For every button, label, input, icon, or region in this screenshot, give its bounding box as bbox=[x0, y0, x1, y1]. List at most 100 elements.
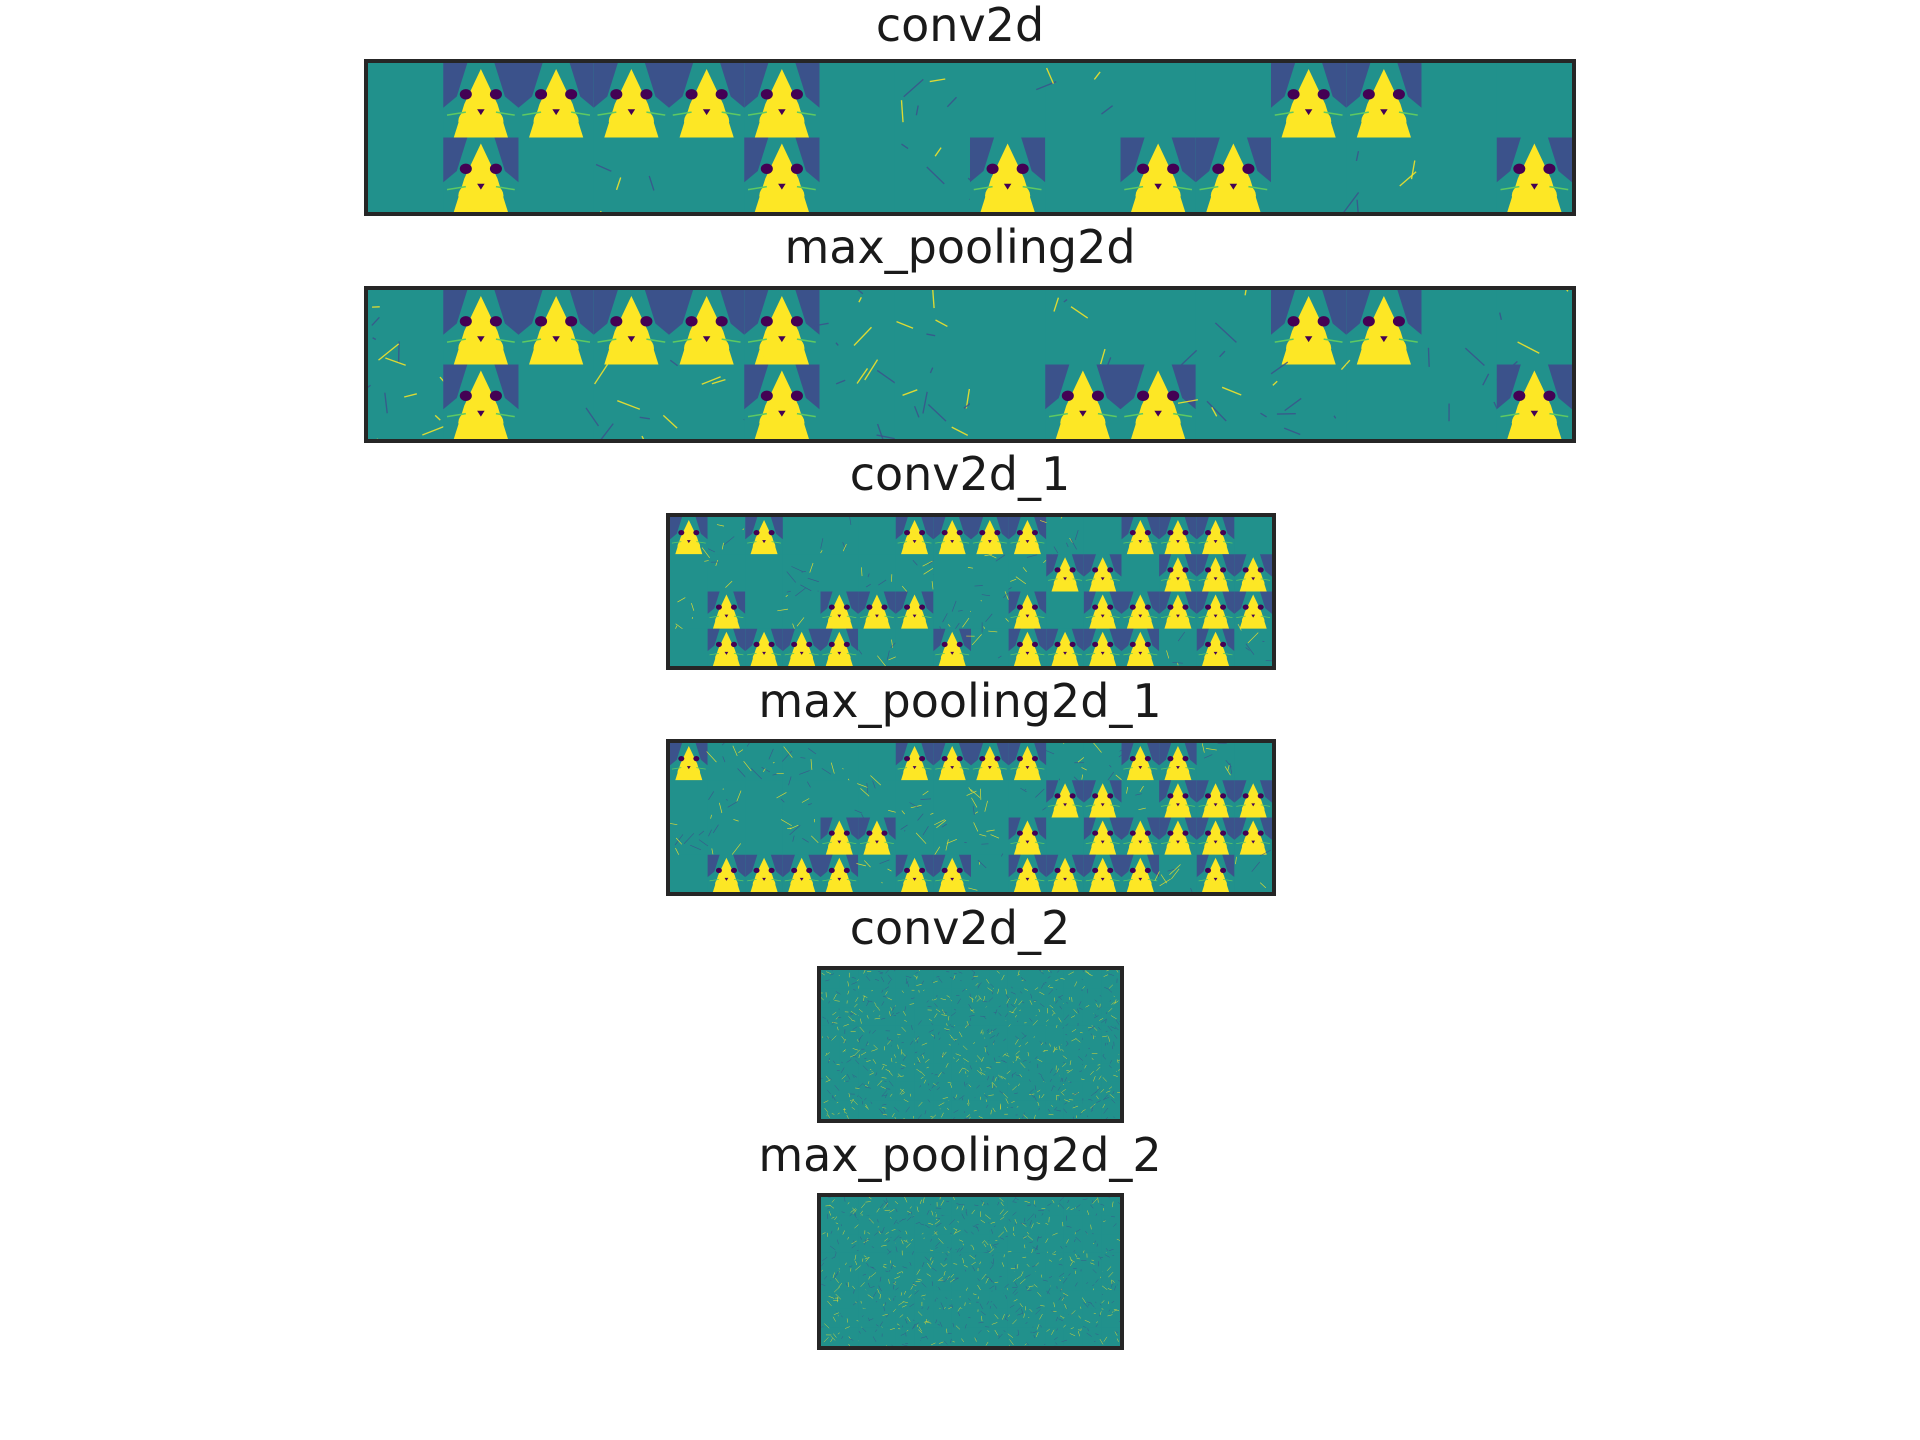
feature-channel-tile bbox=[1007, 1081, 1027, 1101]
panel-title-max-pooling2d: max_pooling2d bbox=[784, 220, 1136, 274]
feature-channel-tile bbox=[970, 1327, 992, 1346]
feature-channel-tile bbox=[970, 1197, 990, 1216]
feature-channel-tile bbox=[1098, 1252, 1120, 1274]
feature-channel-tile bbox=[443, 290, 519, 365]
feature-channel-tile bbox=[951, 1234, 971, 1253]
feature-channel-tile bbox=[984, 1308, 1010, 1328]
feature-channel-tile bbox=[1234, 780, 1272, 818]
feature-channel-tile bbox=[1080, 1063, 1103, 1082]
feature-map-svg-max-pooling2d-1 bbox=[670, 743, 1272, 892]
feature-channel-tile bbox=[1008, 554, 1053, 592]
feature-channel-tile bbox=[1196, 554, 1235, 592]
feature-channel-tile bbox=[895, 1081, 915, 1101]
feature-channel-tile bbox=[1121, 628, 1160, 666]
feature-channel-tile bbox=[745, 554, 783, 592]
feature-channel-tile bbox=[895, 743, 934, 781]
feature-channel-tile bbox=[949, 970, 971, 989]
feature-channel-tile bbox=[707, 517, 746, 555]
feature-channel-tile bbox=[914, 1042, 934, 1064]
feature-channel-tile bbox=[707, 591, 746, 629]
feature-channel-tile bbox=[1007, 1024, 1027, 1045]
feature-channel-tile bbox=[895, 1063, 915, 1082]
feature-channel-tile bbox=[1058, 1197, 1083, 1216]
feature-channel-tile bbox=[933, 628, 971, 666]
feature-channel-tile bbox=[707, 854, 746, 892]
feature-channel-tile bbox=[669, 290, 745, 365]
feature-channel-tile bbox=[1082, 1269, 1102, 1293]
feature-channel-tile bbox=[1101, 1060, 1120, 1082]
feature-channel-tile bbox=[820, 517, 859, 555]
feature-channel-tile bbox=[1234, 849, 1272, 892]
feature-channel-tile bbox=[1004, 1044, 1028, 1064]
feature-channel-tile bbox=[893, 1099, 915, 1119]
feature-channel-tile bbox=[1121, 780, 1160, 818]
feature-channel-tile bbox=[706, 743, 748, 781]
feature-channel-tile bbox=[895, 591, 934, 629]
feature-channel-tile bbox=[1059, 1270, 1083, 1291]
feature-channel-tile bbox=[1008, 517, 1047, 555]
feature-channel-tile bbox=[858, 1025, 878, 1046]
feature-channel-tile bbox=[821, 1213, 844, 1235]
feature-channel-tile bbox=[1196, 517, 1235, 555]
feature-channel-tile bbox=[895, 1323, 916, 1346]
feature-channel-tile bbox=[1063, 1252, 1083, 1273]
feature-channel-tile bbox=[986, 1063, 1008, 1082]
feature-channel-tile bbox=[1045, 1308, 1064, 1328]
feature-channel-tile bbox=[1005, 1098, 1027, 1119]
feature-channel-tile bbox=[986, 1231, 1010, 1253]
feature-channel-tile bbox=[820, 854, 859, 892]
feature-channel-tile bbox=[933, 988, 957, 1008]
feature-channel-tile bbox=[1045, 364, 1121, 439]
feature-map-grid-conv2d-2 bbox=[817, 966, 1124, 1123]
feature-channel-tile bbox=[949, 1024, 971, 1049]
feature-channel-tile bbox=[820, 780, 859, 818]
feature-channel-tile bbox=[1195, 63, 1271, 138]
feature-channel-tile bbox=[858, 517, 896, 555]
feature-channel-tile bbox=[970, 364, 1046, 439]
feature-channel-tile bbox=[1159, 554, 1197, 592]
feature-channel-tile bbox=[819, 137, 895, 212]
feature-channel-tile bbox=[835, 1289, 859, 1309]
feature-channel-tile bbox=[858, 628, 897, 666]
feature-channel-tile bbox=[1346, 364, 1422, 439]
feature-channel-tile bbox=[782, 628, 821, 666]
feature-channel-tile bbox=[820, 628, 859, 666]
feature-channel-tile bbox=[933, 780, 971, 818]
feature-channel-tile bbox=[914, 1099, 934, 1119]
feature-channel-tile bbox=[1026, 1063, 1046, 1084]
feature-channel-tile bbox=[856, 854, 896, 892]
feature-channel-tile bbox=[1026, 1081, 1046, 1101]
feature-channel-tile bbox=[1081, 1290, 1104, 1309]
feature-channel-tile bbox=[1045, 1288, 1065, 1309]
feature-channel-tile bbox=[745, 854, 783, 892]
feature-channel-tile bbox=[821, 1232, 840, 1254]
feature-channel-tile bbox=[970, 1234, 994, 1254]
feature-channel-tile bbox=[1101, 1308, 1120, 1328]
feature-channel-tile bbox=[1177, 364, 1271, 439]
feature-channel-tile bbox=[1045, 988, 1068, 1008]
panel-title-max-pooling2d-1: max_pooling2d_1 bbox=[758, 674, 1162, 728]
feature-channel-tile bbox=[1121, 554, 1160, 592]
feature-channel-tile bbox=[951, 988, 971, 1008]
feature-channel-tile bbox=[1196, 743, 1235, 781]
feature-channel-tile bbox=[858, 1271, 878, 1292]
feature-channel-tile bbox=[821, 1271, 840, 1291]
feature-channel-tile bbox=[914, 1197, 934, 1217]
feature-channel-tile bbox=[933, 1063, 952, 1082]
feature-channel-tile bbox=[894, 63, 970, 138]
feature-channel-tile bbox=[1421, 347, 1502, 439]
feature-channel-tile bbox=[1004, 1271, 1027, 1291]
feature-channel-tile bbox=[1120, 137, 1196, 212]
feature-channel-tile bbox=[1060, 1081, 1083, 1101]
feature-channel-tile bbox=[1196, 780, 1235, 818]
feature-channel-tile bbox=[593, 63, 669, 138]
feature-channel-tile bbox=[933, 1231, 952, 1256]
feature-channel-tile bbox=[854, 775, 897, 822]
feature-channel-tile bbox=[670, 517, 708, 555]
feature-channel-tile bbox=[1082, 1327, 1102, 1346]
feature-channel-tile bbox=[858, 1232, 878, 1253]
feature-channel-tile bbox=[1101, 1041, 1120, 1064]
feature-channel-tile bbox=[1061, 1290, 1083, 1311]
feature-channel-tile bbox=[1008, 854, 1047, 892]
feature-channel-tile bbox=[933, 817, 971, 856]
